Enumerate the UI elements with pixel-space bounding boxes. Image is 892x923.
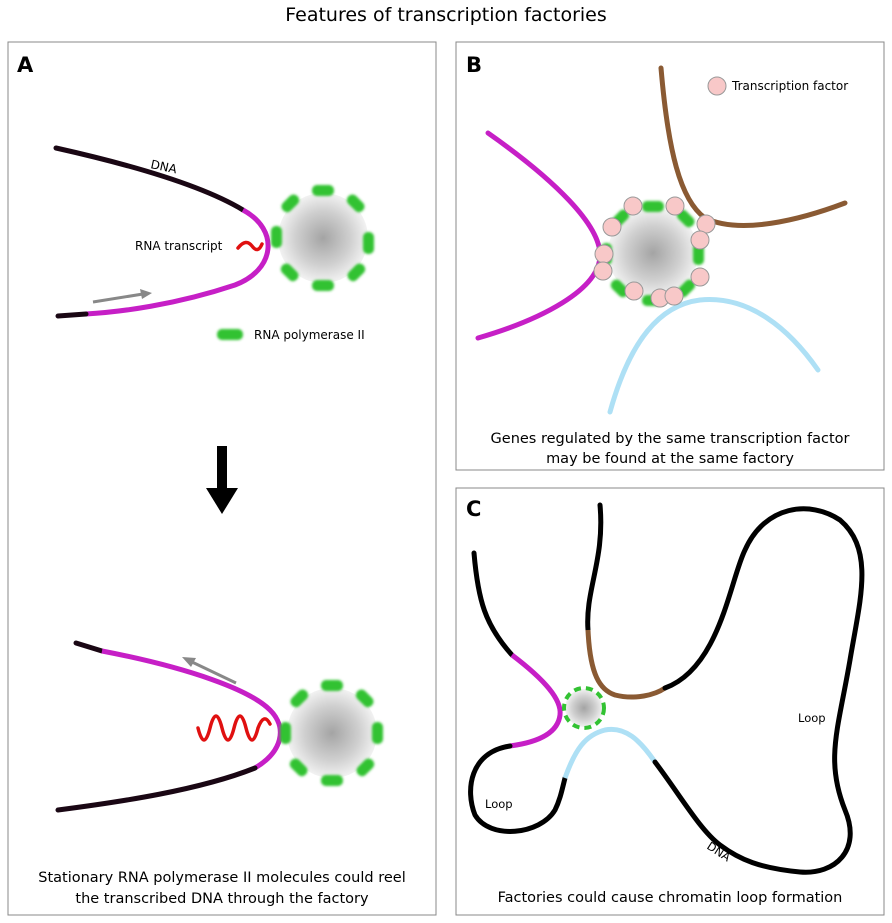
panel-a-letter: A (17, 53, 34, 77)
polymerase-ring-2 (280, 680, 383, 786)
transition-arrowhead (206, 488, 238, 514)
panel-b: B Transcription factor (455, 41, 885, 471)
panel-b-letter: B (466, 53, 482, 77)
panel-c-letter: C (466, 497, 481, 521)
factory-core-2 (287, 688, 377, 778)
transcribed-gene-2 (101, 648, 283, 771)
dna-strand-bottom-2 (55, 765, 258, 813)
factory-c (562, 686, 606, 730)
lightblue-gene-c (562, 726, 658, 779)
polymerase-ring-c (562, 686, 606, 730)
reel-arrowhead-top (140, 289, 152, 299)
right-loop (652, 506, 865, 875)
factory-bottom (280, 680, 383, 786)
panel-b-caption-line2: may be found at the same factory (546, 451, 794, 467)
dna-strand-bottom (55, 311, 89, 319)
dna-strand-top (53, 145, 246, 213)
reel-arrow-bottom (191, 660, 237, 685)
rna-transcript-small (236, 240, 264, 252)
tf-legend-label: Transcription factor (731, 79, 848, 93)
factory-core-b (608, 208, 698, 298)
transcription-factors (593, 196, 716, 308)
factory-top (271, 185, 374, 291)
polymerase-ring (271, 185, 374, 291)
dna-left-top (471, 550, 515, 658)
panel-c: C Loop Loop DNA Factories could cause ch… (455, 487, 885, 916)
panel-a-caption-line1: Stationary RNA polymerase II molecules c… (38, 870, 405, 886)
dna-top-strand (585, 502, 604, 633)
lightblue-gene (607, 297, 821, 415)
left-loop (468, 743, 568, 834)
panel-a-caption-line2: the transcribed DNA through the factory (75, 891, 369, 907)
polymerase-legend-swatch (217, 329, 243, 340)
transcribed-gene (85, 207, 271, 317)
loop-label-left: Loop (485, 797, 513, 811)
panel-a: A DNA RNA transcript (7, 41, 437, 916)
factory-core-c (565, 689, 603, 727)
brown-gene-c (585, 629, 667, 700)
loop-label-right: Loop (798, 711, 826, 725)
factory-core (278, 193, 368, 283)
reel-arrowhead-bottom (182, 657, 196, 667)
figure-title: Features of transcription factories (285, 4, 607, 26)
panel-c-border (455, 487, 885, 916)
rna-transcript-label: RNA transcript (135, 239, 223, 253)
polymerase-legend-label: RNA polymerase II (254, 328, 365, 342)
panel-c-caption: Factories could cause chromatin loop for… (498, 890, 843, 906)
reel-arrow-top (92, 292, 144, 304)
dna-label: DNA (149, 157, 179, 176)
rna-transcript-long (196, 714, 272, 742)
transition-arrow-shaft (217, 446, 227, 491)
magenta-gene-c (509, 653, 563, 749)
factory-b (593, 196, 716, 308)
dna-strand-top-2 (73, 640, 105, 654)
panel-b-caption-line1: Genes regulated by the same transcriptio… (491, 431, 850, 447)
tf-legend-swatch (707, 76, 727, 96)
